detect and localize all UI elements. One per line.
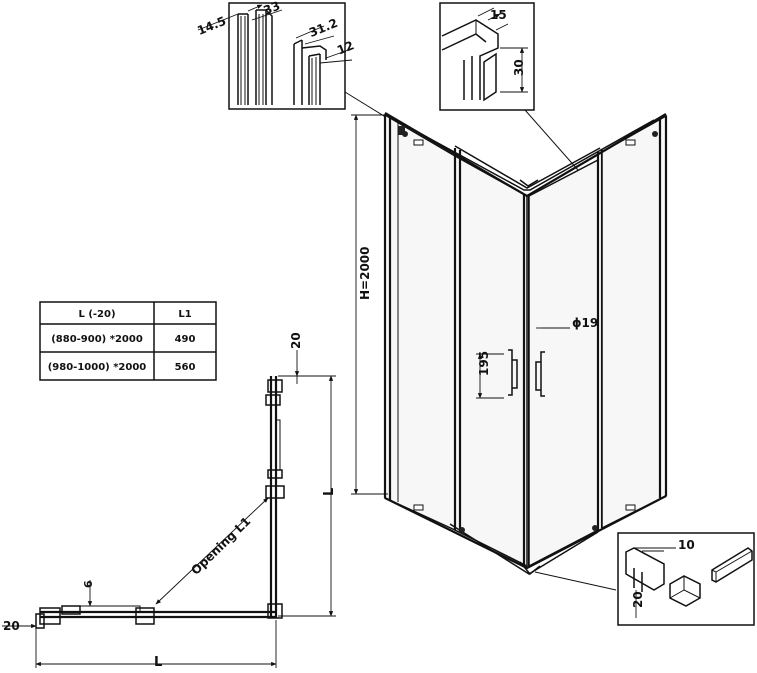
plan-bottom-length-label: L <box>154 655 162 670</box>
table-row-2-l1: 560 <box>175 362 196 373</box>
table-header-l1: L1 <box>178 309 191 320</box>
rail-top-width-label: 15 <box>490 8 507 22</box>
profile-a-depth-label: 33 <box>261 0 282 18</box>
profile-b-width-label: 31.2 <box>307 16 340 40</box>
bottom-rail-width-label: 10 <box>678 538 695 552</box>
table-row-1-size: (880-900) *2000 <box>51 334 143 345</box>
table-row-1-l1: 490 <box>175 334 196 345</box>
handle-diameter-label: ϕ19 <box>572 316 598 330</box>
plan-side-length-label: L <box>322 488 337 496</box>
top-rail-detail-box <box>439 2 535 111</box>
plan-view <box>2 350 336 668</box>
bottom-rail-height-label: 20 <box>631 591 645 608</box>
table-header-l: L (-20) <box>78 309 115 320</box>
left-door-handle <box>508 349 518 396</box>
plan-left-offset-label: 20 <box>3 619 20 633</box>
handle-length-label: 195 <box>477 351 491 376</box>
shower-enclosure-3d <box>351 112 668 576</box>
right-door-handle <box>535 351 545 397</box>
height-label: H=2000 <box>358 247 372 301</box>
plan-threshold-label: 6 <box>82 580 95 588</box>
profile-detail-box <box>197 2 355 110</box>
profile-a-width-label: 14.5 <box>195 14 228 38</box>
bottom-detail-leader <box>534 571 617 591</box>
size-table <box>39 301 217 381</box>
rail-top-height-label: 30 <box>512 59 526 76</box>
profile-b-depth-label: 12 <box>335 38 356 57</box>
table-row-2-size: (980-1000) *2000 <box>48 362 147 373</box>
rail-detail-leader <box>524 109 579 171</box>
plan-top-offset-label: 20 <box>289 332 303 349</box>
bottom-rail-detail-box <box>617 532 755 626</box>
plan-opening-label: Opening L1 <box>188 514 253 577</box>
